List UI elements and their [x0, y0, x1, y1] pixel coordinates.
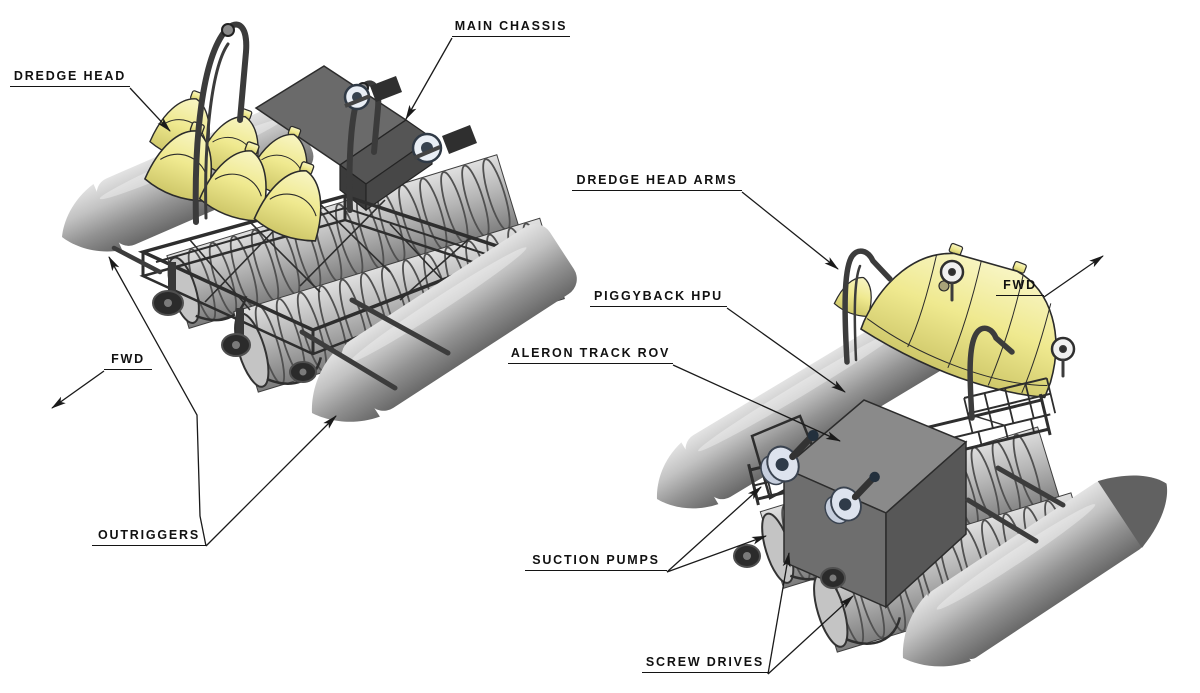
left-rov-wheels — [152, 290, 317, 383]
right-rov-dredge-head-arms — [842, 248, 1076, 421]
leader-outriggers-2 — [205, 415, 337, 547]
label-dredge-head: DREDGE HEAD — [10, 69, 130, 87]
label-fwd-left: FWD — [104, 352, 152, 370]
right-rov-piggyback-hpu-box — [782, 399, 968, 609]
right-rov-illustration — [656, 242, 1168, 667]
label-piggyback-hpu: PIGGYBACK HPU — [590, 289, 727, 307]
left-rov-outrigger-legs — [111, 245, 451, 391]
right-rov-wheels — [733, 544, 846, 589]
right-rov-suction-pumps — [760, 430, 880, 525]
leader-fwd-right — [1043, 255, 1104, 298]
leader-outriggers-1 — [108, 256, 207, 547]
left-rov-front-pontoon — [311, 224, 577, 422]
leader-fwd-left — [51, 370, 105, 409]
leader-screw-drives-2 — [767, 595, 854, 675]
label-aleron-track-rov: ALERON TRACK ROV — [508, 346, 673, 364]
right-rov-dredge-head — [833, 242, 1057, 399]
label-suction-pumps: SUCTION PUMPS — [525, 553, 667, 571]
leader-suction-pumps-2 — [666, 535, 767, 573]
leader-suction-pumps-1 — [666, 486, 762, 573]
label-main-chassis: MAIN CHASSIS — [452, 19, 570, 37]
label-outriggers: OUTRIGGERS — [92, 528, 206, 546]
leader-main-chassis — [405, 37, 453, 120]
leader-piggyback-hpu — [726, 307, 846, 393]
left-rov-illustration — [62, 21, 577, 422]
right-rov-rear-pontoon — [656, 302, 956, 509]
leader-lines — [51, 37, 1104, 675]
label-dredge-head-arms: DREDGE HEAD ARMS — [572, 173, 742, 191]
leader-dredge-head-arms — [741, 191, 839, 270]
label-fwd-right: FWD — [996, 278, 1044, 296]
leader-dredge-head — [129, 87, 171, 132]
left-rov-bearings — [343, 76, 477, 164]
leader-aleron-track-rov — [672, 364, 841, 442]
right-rov-front-pontoon — [902, 475, 1168, 667]
label-screw-drives: SCREW DRIVES — [642, 655, 768, 673]
leader-screw-drives-1 — [767, 552, 791, 675]
right-rov-outrigger-legs — [965, 465, 1066, 544]
